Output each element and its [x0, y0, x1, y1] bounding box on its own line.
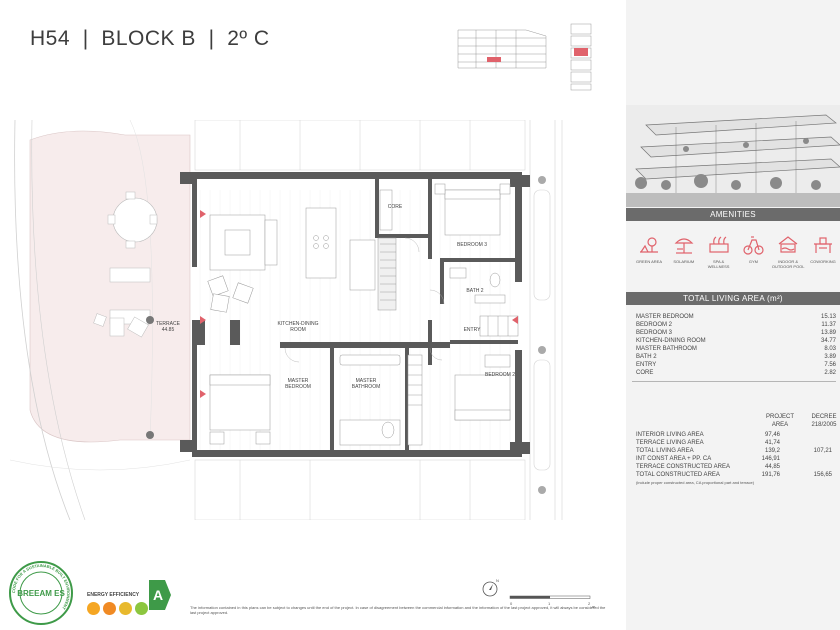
building-render: [626, 105, 840, 207]
terrace-label: TERRACE: [156, 321, 181, 327]
leaf-icon: [135, 602, 148, 615]
room-entry-label: ENTRY: [464, 327, 482, 333]
unit-code: H54: [30, 27, 71, 50]
energy-label: ENERGY EFFICIENCY: [87, 592, 140, 598]
room-master-bedroom-label-2: BEDROOM: [285, 384, 311, 390]
title-separator: |: [82, 27, 89, 50]
solarium-icon: [674, 238, 694, 254]
compass-icon: N: [482, 578, 499, 597]
page-title: H54 | BLOCK B | 2º C: [30, 27, 270, 51]
living-area-title: TOTAL LIVING AREA (m²): [626, 292, 840, 305]
amenity-item: INDOOR & OUTDOOR POOL: [771, 234, 805, 280]
breeam-badge: CODE FOR A SUSTAINABLE BUILT ENVIRONMENT…: [9, 561, 73, 625]
room-kitchen-label-2: ROOM: [290, 327, 306, 333]
energy-efficiency: ENERGY EFFICIENCY A: [87, 578, 177, 618]
energy-class-badge: A: [149, 580, 171, 610]
gym-icon: [743, 236, 764, 255]
terrace-area: 44.85: [162, 327, 175, 333]
breeam-text: BREEAM ES: [17, 589, 65, 598]
disclaimer: The information contained in this plans …: [190, 605, 606, 615]
kitchen-island: [305, 207, 337, 279]
room-bath2-label: BATH 2: [466, 288, 483, 294]
room-master-bathroom-label-2: BATHROOM: [352, 384, 381, 390]
terrace-zone: [29, 130, 191, 443]
key-plan-floor-highlight: [574, 48, 588, 56]
compass-label: N: [496, 578, 499, 583]
energy-icons: [87, 602, 148, 615]
bolt-icon: [119, 602, 132, 615]
scale-bar: 0 1 2 m: [509, 595, 596, 608]
terrace-curve: [14, 120, 71, 520]
scale-label-1: 1: [548, 601, 551, 606]
constructed-note: (include proper constructed area, CA pro…: [636, 480, 755, 485]
block-name: BLOCK B: [101, 27, 196, 50]
apartment-walls: [180, 172, 530, 457]
energy-class-letter: A: [153, 587, 163, 603]
floor-name: 2º C: [227, 27, 270, 50]
amenity-item: SPA & WELLNESS: [702, 234, 736, 280]
pool-icon: [778, 236, 798, 253]
room-core-label: CORE: [388, 204, 403, 210]
floor-plan: TERRACE 44.85: [10, 120, 563, 520]
plan-sheet: H54 | BLOCK B | 2º C: [9, 23, 606, 625]
room-kitchen-label-1: KITCHEN-DINING: [277, 321, 318, 327]
amenity-item: SOLARIUM: [667, 234, 701, 280]
amenity-item: GREEN AREA: [632, 234, 666, 280]
amenity-item: COWORKING: [806, 234, 840, 280]
project-area-header: PROJECT AREA: [765, 414, 794, 428]
amenity-item: GYM: [736, 234, 770, 280]
decree-header: DECREE 218/2005: [811, 414, 837, 428]
amenities-list: GREEN AREA SOLARIUM SPA & WELLNESS GYM I…: [632, 234, 840, 280]
coworking-icon: [813, 237, 832, 253]
flame-icon: [103, 602, 116, 615]
scale-label-0: 0: [510, 601, 513, 606]
key-plan-unit-highlight: [487, 57, 501, 62]
room-master-bathroom-label-1: MASTER: [356, 378, 377, 384]
green-area-icon: [640, 237, 658, 253]
title-separator: |: [208, 27, 215, 50]
amenities-title: AMENITIES: [626, 208, 840, 221]
scale-label-2: 2: [588, 601, 591, 606]
room-bedroom3-label: BEDROOM 3: [457, 242, 487, 248]
water-drop-icon: [87, 602, 100, 615]
key-plan: [457, 23, 592, 91]
divider: [632, 381, 836, 382]
room-master-bedroom-label-1: MASTER: [288, 378, 309, 384]
scale-unit: m: [592, 604, 596, 608]
spa-icon: [708, 236, 729, 253]
room-bedroom2-label: BEDROOM 2: [485, 372, 515, 378]
